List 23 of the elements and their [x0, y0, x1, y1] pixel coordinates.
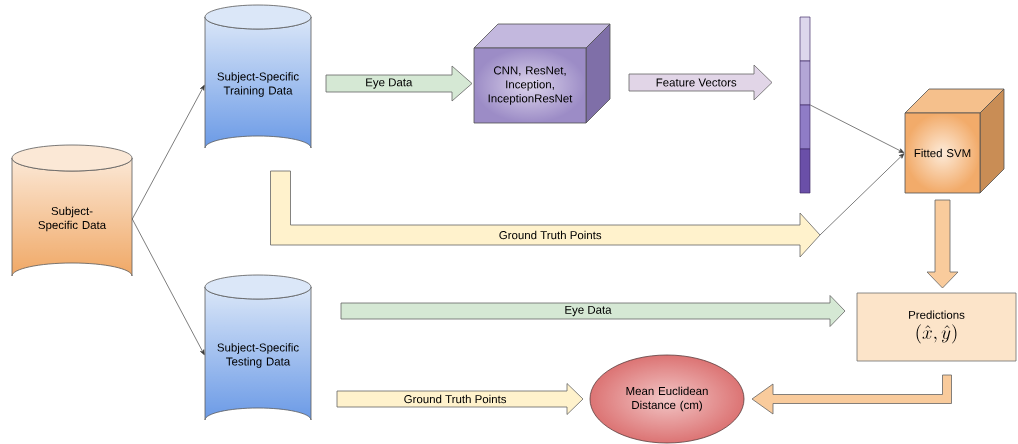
edge-label: Feature Vectors [656, 78, 737, 87]
database-cylinder: Subject-Specific Training Data [204, 4, 312, 149]
database-cylinder: Subject-Specific Testing Data [204, 274, 312, 421]
block-arrow [340, 295, 846, 327]
result-box: Predictions $(\hat{x}, \hat{y})$ [856, 292, 1017, 362]
block-arrow [336, 383, 584, 415]
edge-label: Eye Data [366, 78, 413, 89]
block-arrow [628, 64, 773, 101]
arrow [819, 153, 905, 236]
edge-label: Ground Truth Points [499, 230, 602, 240]
cube: CNN, ResNet, Inception, InceptionResNet [473, 23, 611, 124]
arrow [809, 104, 905, 153]
block-arrow [751, 374, 952, 415]
block-arrow [926, 199, 959, 289]
block-arrow [325, 65, 473, 102]
arrow [131, 84, 205, 220]
cube: Fitted SVM [904, 88, 1005, 194]
edge-label: Ground Truth Points [404, 394, 507, 404]
feature-vector-bar [799, 16, 811, 194]
database-cylinder: Subject-Specific Data [11, 144, 133, 277]
block-arrow [270, 170, 821, 258]
arrow [131, 218, 205, 356]
edge-label: Eye Data [565, 305, 612, 317]
